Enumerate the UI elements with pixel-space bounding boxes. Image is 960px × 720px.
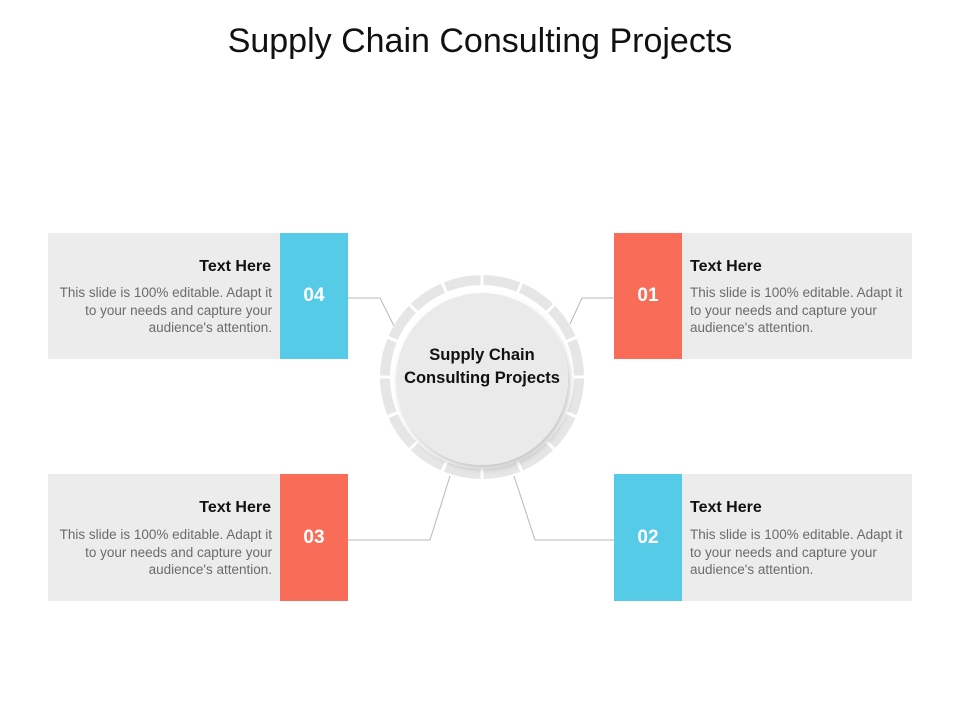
- number-badge-01: 01: [614, 233, 682, 359]
- card-01-text: This slide is 100% editable. Adapt it to…: [690, 285, 903, 335]
- connector-02: [513, 475, 614, 541]
- card-01: [682, 233, 912, 359]
- center-circle: [396, 293, 568, 465]
- card-03-text: This slide is 100% editable. Adapt it to…: [59, 527, 272, 577]
- number-badge-03: 03: [280, 474, 348, 601]
- connector-03: [348, 475, 451, 541]
- number-badge-04: 04: [280, 233, 348, 359]
- card-04-heading: Text Here: [199, 258, 271, 275]
- ring-gaps: [377, 272, 587, 482]
- card-04: [48, 233, 280, 359]
- slide-title: Supply Chain Consulting Projects: [227, 22, 733, 60]
- card-02-heading: Text Here: [690, 499, 762, 516]
- center-label: Supply Chain Consulting Projects: [404, 346, 560, 387]
- card-02: [682, 474, 912, 601]
- card-01-heading: Text Here: [690, 258, 762, 275]
- connector-01: [569, 297, 614, 325]
- card-02-text: This slide is 100% editable. Adapt it to…: [690, 527, 903, 577]
- card-04-text: This slide is 100% editable. Adapt it to…: [59, 285, 272, 335]
- number-badge-02: 02: [614, 474, 682, 601]
- connector-lines: [348, 297, 614, 541]
- connector-04: [348, 297, 395, 327]
- card-03: [48, 474, 280, 601]
- card-03-heading: Text Here: [199, 499, 271, 516]
